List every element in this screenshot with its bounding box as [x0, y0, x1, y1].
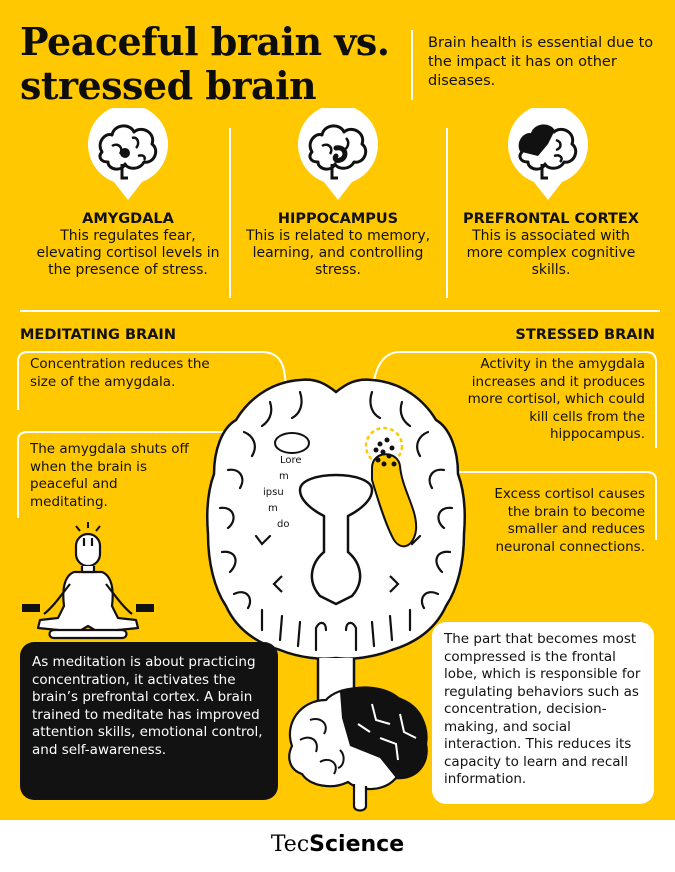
placeholder-word: do [277, 519, 290, 530]
stressed-brain-title: STRESSED BRAIN [515, 327, 655, 343]
intro-text: Brain health is essential due to the imp… [428, 35, 654, 89]
region-divider [446, 128, 448, 298]
logo-part: Science [309, 832, 405, 857]
region-description: This is related to memory, learning, and… [245, 228, 431, 278]
logo-part: Tec [270, 832, 310, 857]
infographic-panel: Peaceful brain vs. stressed brain Brain … [0, 0, 675, 820]
meditating-brain-title: MEDITATING BRAIN [20, 327, 176, 343]
tecscience-logo: TecScience [0, 832, 675, 857]
placeholder-word: m [268, 503, 278, 514]
region-title: AMYGDALA [82, 211, 174, 227]
region-title: PREFRONTAL CORTEX [463, 211, 639, 227]
region-description: This regulates fear, elevating cortisol … [36, 228, 220, 278]
brain-prefrontal-icon [508, 108, 588, 200]
region-prefrontal: PREFRONTAL CORTEX This is associated wit… [463, 211, 639, 279]
title-divider [411, 30, 413, 100]
region-title: HIPPOCAMPUS [277, 211, 399, 227]
brain-cross-section-illustration [17, 351, 657, 709]
placeholder-word: ipsu [263, 487, 284, 498]
meditating-person-illustration [22, 522, 154, 640]
brain-hippocampus-icon [298, 108, 378, 200]
region-amygdala: AMYGDALA This regulates fear, elevating … [33, 211, 223, 279]
stressed-note: Excess cortisol causes the brain to beco… [494, 486, 645, 555]
brain-amygdala-icon [88, 108, 168, 200]
page-title: Peaceful brain vs. stressed brain [20, 19, 390, 108]
placeholder-word: m [279, 471, 289, 482]
section-divider [20, 310, 660, 312]
region-description: This is associated with more complex cog… [466, 228, 636, 278]
meditation-info-card: As meditation is about practicing concen… [20, 642, 278, 800]
region-hippocampus: HIPPOCAMPUS This is related to memory, l… [243, 211, 433, 279]
placeholder-word: Lore [280, 455, 302, 466]
region-divider [229, 128, 231, 298]
meditating-note: Concentration reduces the size of the am… [30, 356, 210, 390]
frontal-lobe-info-card: The part that becomes most compressed is… [432, 622, 654, 804]
stressed-note: Activity in the amygdala increases and i… [467, 356, 645, 442]
meditating-note: The amygdala shuts off when the brain is… [30, 441, 189, 510]
side-brain-frontal-lobe-illustration [288, 686, 428, 812]
